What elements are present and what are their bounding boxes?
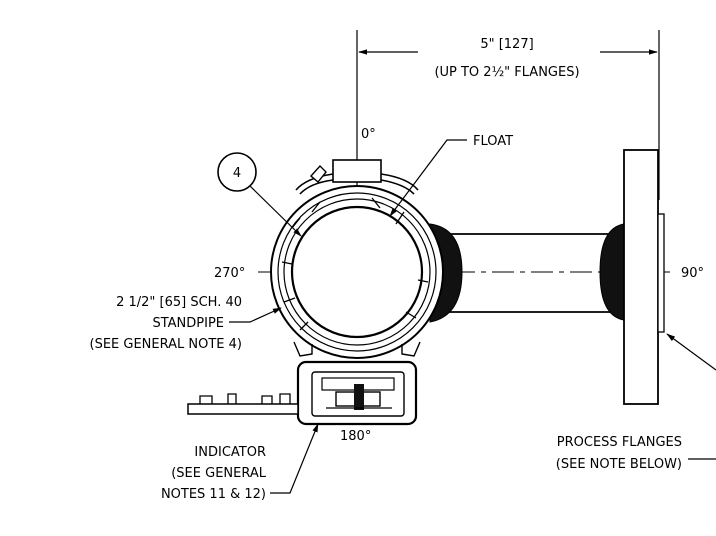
- process-flange: [623, 149, 665, 405]
- side-pipe: [429, 223, 625, 323]
- indicator-line-3: NOTES 11 & 12): [161, 487, 266, 502]
- flanges-line-1: PROCESS FLANGES: [557, 435, 682, 450]
- indicator-line-2: (SEE GENERAL: [171, 466, 267, 481]
- balloon-number: 4: [233, 166, 241, 181]
- indicator-line-1: INDICATOR: [194, 445, 266, 460]
- standpipe-callout: 2 1/2" [65] SCH. 40 STANDPIPE (SEE GENER…: [90, 295, 282, 352]
- dimension-value: 5" [127]: [480, 37, 533, 52]
- flanges-callout: PROCESS FLANGES (SEE NOTE BELOW): [556, 333, 716, 472]
- angle-label-right: 90°: [681, 266, 704, 281]
- angle-label-top: 0°: [361, 127, 376, 142]
- standpipe-line-1: 2 1/2" [65] SCH. 40: [116, 295, 242, 310]
- indicator-callout: INDICATOR (SEE GENERAL NOTES 11 & 12): [161, 423, 319, 502]
- float-label: FLOAT: [473, 134, 513, 149]
- flanges-line-2: (SEE NOTE BELOW): [556, 457, 682, 472]
- chamber: [270, 159, 444, 359]
- indicator: [187, 360, 418, 426]
- float-callout: FLOAT: [389, 134, 513, 217]
- standpipe-line-2: STANDPIPE: [152, 316, 224, 331]
- dimension-note: (UP TO 2½" FLANGES): [434, 65, 579, 80]
- standpipe-line-3: (SEE GENERAL NOTE 4): [90, 337, 242, 352]
- item-balloon: 4: [217, 152, 302, 237]
- angle-label-bottom: 180°: [340, 429, 371, 444]
- overall-dimension: 5" [127] (UP TO 2½" FLANGES): [356, 30, 660, 220]
- angle-label-left: 270°: [214, 266, 245, 281]
